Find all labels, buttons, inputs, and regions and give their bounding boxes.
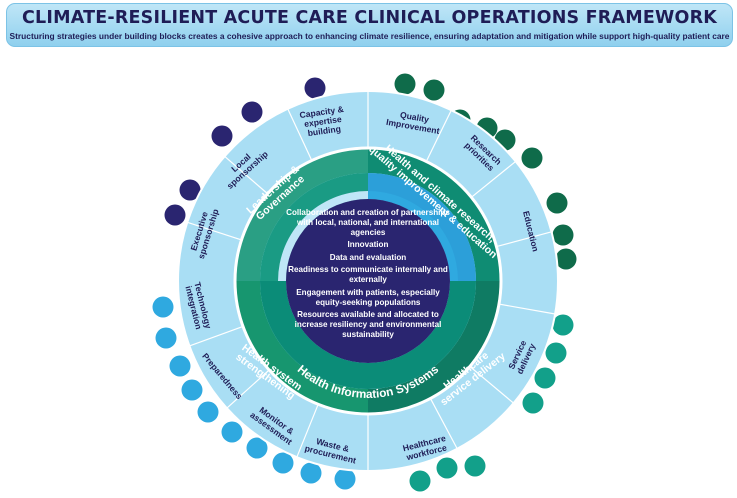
- decorative-dot: [169, 355, 191, 377]
- sub-divider: [470, 160, 517, 198]
- title-banner: CLIMATE-RESILIENT ACUTE CARE CLINICAL OP…: [6, 3, 733, 47]
- sub-capacity-expertise: Capacity &expertisebuilding: [299, 104, 347, 139]
- sub-divider: [496, 231, 552, 248]
- block-research-quality-education: [368, 148, 501, 281]
- accent-research: [368, 191, 458, 281]
- decorative-dot: [423, 79, 445, 101]
- block-health-system-strengthening: [235, 281, 368, 414]
- decorative-dot: [334, 468, 356, 490]
- decorative-dot: [521, 147, 543, 169]
- decorative-dot: [304, 77, 326, 99]
- decorative-dot: [272, 452, 294, 474]
- center-item: Data and evaluation: [329, 252, 407, 262]
- page-subtitle: Structuring strategies under building bl…: [9, 31, 730, 41]
- sub-divider: [189, 325, 244, 347]
- sub-divider: [287, 108, 313, 161]
- decorative-dot: [522, 392, 544, 414]
- sub-divider: [429, 398, 458, 450]
- decorative-dot: [152, 296, 174, 318]
- center-circle: [286, 199, 450, 363]
- decorative-dot: [436, 457, 458, 479]
- decorative-dot: [197, 401, 219, 423]
- center-item: Resources available and allocated to inc…: [294, 309, 442, 339]
- decorative-dot: [545, 342, 567, 364]
- center-item: Innovation: [347, 240, 389, 250]
- ring-separator: [233, 146, 503, 416]
- his-band: [260, 281, 476, 389]
- decorative-dot: [555, 248, 577, 270]
- decorative-dot: [246, 437, 268, 459]
- sub-divider: [425, 109, 452, 162]
- decorative-dot: [179, 179, 201, 201]
- decorative-dot: [464, 455, 486, 477]
- decorative-dot: [181, 379, 203, 401]
- decorative-dot: [211, 125, 233, 147]
- decorative-dot: [164, 204, 186, 226]
- center-item: Engagement with patients, especially equ…: [296, 287, 440, 307]
- accent-lg: [278, 191, 368, 281]
- decorative-dot: [546, 192, 568, 214]
- sub-divider: [226, 369, 270, 409]
- decorative-dot: [221, 421, 243, 443]
- sub-divider: [498, 303, 556, 315]
- center-item: Collaboration and creation of partnershi…: [286, 208, 450, 237]
- block-healthcare-service-delivery: [368, 281, 501, 414]
- decorative-dot: [155, 327, 177, 349]
- block-leadership-governance: [235, 148, 368, 281]
- decorative-dot: [534, 367, 556, 389]
- center-text: Collaboration and creation of partnershi…: [283, 208, 453, 342]
- decorative-dots: [152, 73, 577, 492]
- center-item: Readiness to communicate internally and …: [288, 265, 448, 285]
- page-title: CLIMATE-RESILIENT ACUTE CARE CLINICAL OP…: [21, 8, 718, 28]
- decorative-dot: [409, 470, 431, 492]
- sub-divider: [187, 221, 242, 241]
- decorative-dot: [552, 224, 574, 246]
- decorative-dot: [241, 101, 263, 123]
- decorative-dot: [394, 73, 416, 95]
- decorative-dot: [300, 462, 322, 484]
- sub-divider: [224, 155, 269, 195]
- sub-divider: [469, 366, 514, 404]
- sub-divider: [296, 404, 319, 458]
- decorative-dot: [552, 314, 574, 336]
